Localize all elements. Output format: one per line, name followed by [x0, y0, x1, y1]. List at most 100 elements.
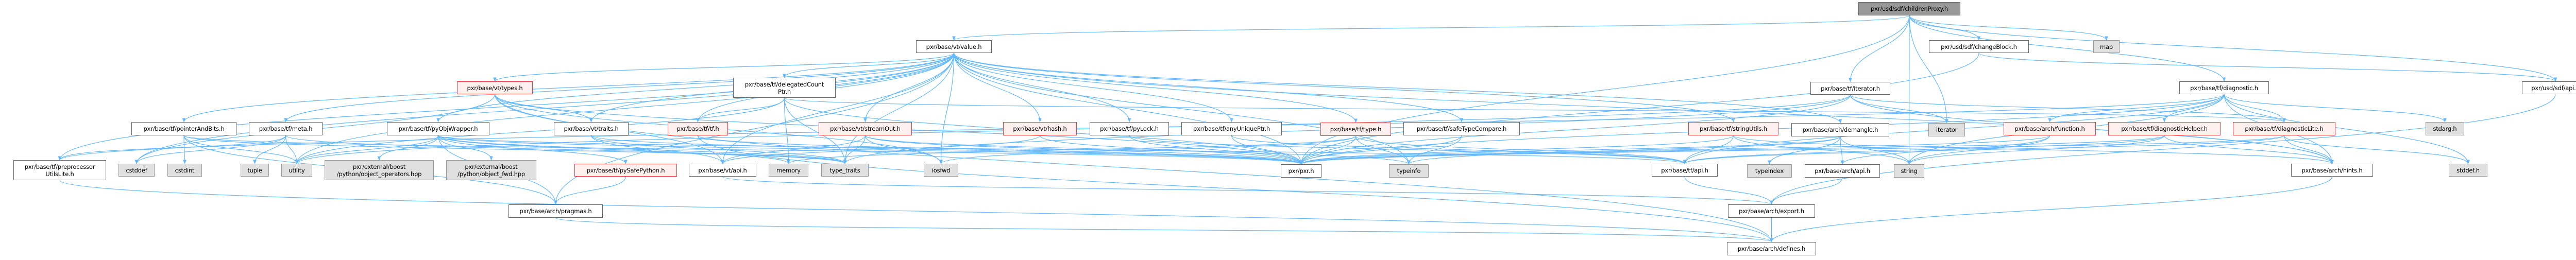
node-arch-api[interactable]: pxr/base/arch/api.h — [1805, 164, 1880, 178]
node-string: string — [1894, 164, 1924, 178]
edge-type-to-pxr — [1299, 135, 1357, 165]
node-diagnostic[interactable]: pxr/base/tf/diagnostic.h — [2179, 81, 2269, 94]
edge-value-to-stringUtils — [953, 53, 1735, 123]
node-tf-tf[interactable]: pxr/base/tf/tf.h — [668, 122, 728, 135]
edge-value-to-vt_api — [721, 53, 955, 164]
edge-diagLite-to-hints — [2283, 135, 2334, 164]
edge-diagHelper-to-hints — [2164, 135, 2334, 164]
edge-pointerAndBits-to-pxr — [183, 135, 1303, 165]
edge-value-to-safeTypeCompare — [953, 53, 1464, 123]
edge-value-to-type — [953, 53, 1358, 123]
edge-arch_api-to-export — [1770, 177, 1843, 205]
edge-diagnostic-to-stddef — [2224, 94, 2470, 164]
edge-pyObjWrapper-to-obj_fwd — [437, 135, 493, 161]
edge-diagLite-to-pxr — [1299, 135, 2285, 165]
edge-value-to-type_traits — [843, 53, 955, 164]
node-demangle[interactable]: pxr/base/arch/demangle.h — [1791, 123, 1889, 136]
node-export[interactable]: pxr/base/arch/export.h — [1728, 204, 1815, 218]
edge-value-to-delegated — [783, 53, 955, 78]
edge-value-to-pointerAndBits — [182, 53, 955, 123]
node-types[interactable]: pxr/base/vt/types.h — [457, 81, 533, 94]
node-delegated[interactable]: pxr/base/tf/delegatedCount Ptr.h — [733, 78, 836, 98]
node-vt-api[interactable]: pxr/base/vt/api.h — [689, 164, 756, 177]
edge-meta-to-cstddef — [134, 135, 286, 164]
edge-tf_iterator-to-pxr — [1299, 94, 1851, 165]
edge-value-to-streamOut — [863, 53, 955, 123]
edge-root-to-string — [1907, 15, 1911, 165]
edge-delegated-to-utility — [295, 97, 785, 164]
node-pointerAndBits[interactable]: pxr/base/tf/pointerAndBits.h — [131, 122, 236, 135]
node-stringUtils[interactable]: pxr/base/tf/stringUtils.h — [1688, 122, 1778, 135]
node-pragmas[interactable]: pxr/base/arch/pragmas.h — [509, 204, 603, 218]
edge-preproc-to-defines — [59, 180, 1773, 242]
node-cstddef: cstddef — [118, 164, 155, 177]
node-preproc[interactable]: pxr/base/tf/preprocessor UtilsLite.h — [13, 160, 106, 180]
node-sdf-api[interactable]: pxr/usd/sdf/api.h — [2522, 81, 2576, 94]
edge-hash-to-pxr — [1039, 135, 1303, 165]
edge-safeTypeCompare-to-typeinfo — [1407, 135, 1462, 165]
node-diagHelper[interactable]: pxr/base/tf/diagnosticHelper.h — [2108, 122, 2221, 135]
node-changeBlock[interactable]: pxr/usd/sdf/changeBlock.h — [1929, 40, 2029, 53]
edge-arch_function-to-pxr — [1299, 135, 2050, 165]
edge-tf_tf-to-defines — [697, 135, 1773, 242]
node-tf-api[interactable]: pxr/base/tf/api.h — [1652, 164, 1718, 177]
edge-demangle-to-typeinfo — [1407, 136, 1841, 165]
edge-stringUtils-to-hints — [1733, 135, 2334, 164]
edge-demangle-to-arch_api — [1840, 136, 1844, 165]
node-meta[interactable]: pxr/base/tf/meta.h — [249, 122, 323, 135]
node-vt-traits[interactable]: pxr/base/vt/traits.h — [554, 122, 629, 135]
edge-streamOut-to-typeinfo — [865, 135, 1411, 165]
edge-pyObjWrapper-to-obj_ops — [377, 135, 439, 161]
edge-pyObjWrapper-to-memory — [437, 135, 790, 164]
node-pyObjWrapper[interactable]: pxr/base/tf/pyObjWrapper.h — [387, 122, 489, 135]
node-diagLite[interactable]: pxr/base/tf/diagnosticLite.h — [2233, 122, 2335, 135]
edge-pointerAndBits-to-cstdint — [183, 135, 187, 164]
edge-value-to-anyUniquePtr — [953, 53, 1233, 123]
edge-value-to-pxr — [953, 53, 1303, 165]
node-defines[interactable]: pxr/base/arch/defines.h — [1727, 242, 1816, 255]
edge-streamOut-to-vt_api — [721, 135, 866, 164]
node-tf-iterator[interactable]: pxr/base/tf/iterator.h — [1810, 82, 1890, 95]
node-streamOut[interactable]: pxr/base/vt/streamOut.h — [819, 122, 912, 135]
edge-delegated-to-type_traits — [784, 97, 847, 164]
node-typeindex: typeindex — [1747, 164, 1792, 178]
edge-value-to-demangle — [953, 53, 1842, 124]
node-typeinfo: typeinfo — [1389, 164, 1429, 178]
edge-pyObjWrapper-to-type_traits — [437, 135, 847, 164]
edge-changeBlock-to-sdf_api — [1978, 53, 2557, 82]
edge-meta-to-tuple — [253, 135, 286, 164]
node-memory: memory — [769, 164, 808, 177]
node-obj-fwd: pxr/external/boost /python/object_fwd.hp… — [446, 160, 536, 180]
edge-delegated-to-tf_tf — [696, 97, 785, 123]
edge-vt_api-to-export — [722, 176, 1773, 205]
edge-pointerAndBits-to-type_traits — [183, 135, 847, 164]
edge-vt_traits-to-pxr — [590, 135, 1303, 165]
node-pyLock[interactable]: pxr/base/tf/pyLock.h — [1090, 122, 1169, 135]
node-safeTypeCompare[interactable]: pxr/base/tf/safeTypeCompare.h — [1403, 122, 1520, 135]
node-hints[interactable]: pxr/base/arch/hints.h — [2291, 164, 2373, 177]
node-pxr[interactable]: pxr/pxr.h — [1281, 164, 1321, 178]
node-hash[interactable]: pxr/base/vt/hash.h — [1003, 122, 1077, 135]
edge-stringUtils-to-tf_api — [1683, 135, 1734, 164]
edge-root-to-value — [952, 15, 1910, 41]
node-map: map — [2093, 40, 2120, 53]
edge-type-to-tf_api — [1355, 135, 1687, 164]
node-cstdint: cstdint — [167, 164, 202, 177]
edge-demangle-to-typeindex — [1768, 136, 1841, 165]
node-root[interactable]: pxr/usd/sdf/childrenProxy.h — [1858, 2, 1960, 15]
edge-sdf_api-to-export — [1770, 94, 2556, 205]
edge-delegated-to-memory — [784, 97, 790, 164]
node-anyUniquePtr[interactable]: pxr/base/tf/anyUniquePtr.h — [1181, 122, 1282, 135]
edge-value-to-typeinfo — [953, 53, 1411, 165]
edge-root-to-diagnostic — [1909, 15, 2226, 82]
node-arch-function[interactable]: pxr/base/arch/function.h — [2004, 122, 2096, 135]
edge-anyUniquePtr-to-pxr — [1231, 135, 1303, 165]
node-tuple: tuple — [241, 164, 269, 177]
edge-diagnostic-to-diagHelper — [2162, 94, 2225, 123]
node-value[interactable]: pxr/base/vt/value.h — [916, 40, 992, 53]
node-type[interactable]: pxr/base/tf/type.h — [1320, 123, 1391, 136]
node-type-traits: type_traits — [821, 164, 869, 177]
node-pySafePython[interactable]: pxr/base/tf/pySafePython.h — [574, 164, 677, 177]
edge-pySafePython-to-pragmas — [554, 176, 626, 205]
